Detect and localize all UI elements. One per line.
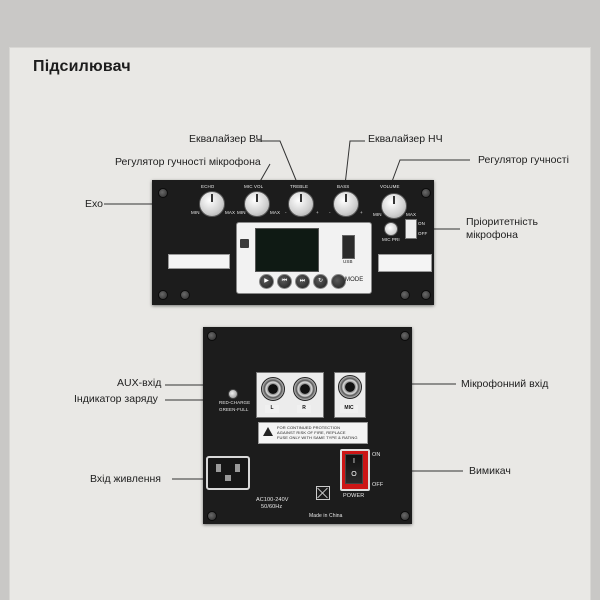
mode-button[interactable] <box>331 274 346 289</box>
aux-right-jack[interactable] <box>293 377 317 401</box>
fuse-warning-line3: FUSE ONLY WITH SAME TYPE & RATING <box>277 435 358 440</box>
knob-label-treble: TREBLE <box>290 184 309 189</box>
fuse-warning-line1: FOR CONTINUED PROTECTION <box>277 425 341 430</box>
mic-pri-off-label: OFF <box>418 231 428 236</box>
knob-min-label: MIN <box>191 210 200 215</box>
charge-led <box>228 389 238 399</box>
callout-eq-high: Еквалайзер ВЧ <box>189 133 263 145</box>
power-label: POWER <box>343 493 365 499</box>
page-title: Підсилювач <box>33 58 131 75</box>
weee-bin-icon <box>316 486 330 500</box>
knob-max-label: MAX <box>406 212 417 217</box>
repeat-button[interactable]: ↻ <box>313 274 328 289</box>
bass-knob[interactable] <box>333 191 359 217</box>
switch-rocker: I O <box>345 454 363 484</box>
power-socket[interactable] <box>206 456 250 490</box>
knob-label-echo: ECHO <box>201 184 215 189</box>
jack-l-label: L <box>265 405 279 413</box>
screw <box>400 331 410 341</box>
callout-echo: Ехо <box>85 198 103 210</box>
knob-label-bass: BASS <box>337 184 350 189</box>
led-green-label: GREEN-FULL <box>219 407 249 412</box>
knob-label-volume: VOLUME <box>380 184 400 189</box>
knob-min-label: MIN <box>237 210 246 215</box>
mic-jack[interactable] <box>338 375 362 399</box>
screw <box>158 290 168 300</box>
knob-max-label: MAX <box>270 210 281 215</box>
mic-priority-button[interactable] <box>384 222 398 236</box>
sd-card-slot[interactable] <box>240 239 249 248</box>
screw <box>421 188 431 198</box>
volume-knob[interactable] <box>381 193 407 219</box>
play-button[interactable]: ▶ <box>259 274 274 289</box>
callout-power-input: Вхід живлення <box>90 473 161 485</box>
socket-pin <box>216 464 221 472</box>
fuse-warning-sticker: FOR CONTINUED PROTECTION AGAINST RISK OF… <box>258 422 368 444</box>
switch-off-glyph: O <box>351 471 357 478</box>
mic-priority-switch[interactable] <box>405 219 417 239</box>
warning-sticker <box>168 254 230 269</box>
mic-pri-label: MIC PRI <box>382 237 400 242</box>
jack-mic-label: MIC <box>340 405 358 413</box>
usb-port[interactable] <box>342 235 355 259</box>
fuse-warning-line2: AGAINST RISK OF FIRE, REPLACE <box>277 430 346 435</box>
next-button[interactable]: ⏭ <box>295 274 310 289</box>
socket-pin <box>225 475 231 481</box>
callout-power-switch: Вимикач <box>469 465 511 477</box>
usb-label: USB <box>343 259 353 264</box>
warning-triangle-icon <box>263 427 273 436</box>
echo-knob[interactable] <box>199 191 225 217</box>
knob-min-label: - <box>329 210 331 215</box>
display-screen <box>255 228 319 272</box>
mode-label: MODE <box>345 277 364 283</box>
switch-on-label: ON <box>372 452 381 458</box>
callout-aux-input: AUX-вхід <box>117 377 162 389</box>
ac-voltage-label: AC100-240V <box>256 497 289 503</box>
aux-left-jack[interactable] <box>261 377 285 401</box>
mic-pri-on-label: ON <box>418 221 425 226</box>
mp3-player-module: USB ▶ ⏮ ⏭ ↻ MODE <box>236 222 372 294</box>
screw <box>207 331 217 341</box>
switch-off-label: OFF <box>372 482 384 488</box>
callout-volume: Регулятор гучності <box>478 154 569 166</box>
callout-mic-priority-1: Пріоритетність <box>466 216 538 228</box>
screw <box>180 290 190 300</box>
mic-volume-knob[interactable] <box>244 191 270 217</box>
knob-label-mic-vol: MIC VOL <box>244 184 264 189</box>
ac-frequency-label: 50/60Hz <box>261 504 283 510</box>
prev-button[interactable]: ⏮ <box>277 274 292 289</box>
knob-min-label: - <box>285 210 287 215</box>
made-in-label: Made in China <box>309 513 343 519</box>
warning-sticker-right <box>378 254 432 272</box>
knob-max-label: + <box>360 210 363 215</box>
jack-r-label: R <box>297 405 311 413</box>
callout-mic-input: Мікрофонний вхід <box>461 378 549 390</box>
callout-mic-priority-2: мікрофона <box>466 229 518 241</box>
knob-max-label: MAX <box>225 210 236 215</box>
screw <box>158 188 168 198</box>
socket-pin <box>235 464 240 472</box>
switch-on-glyph: I <box>353 458 355 465</box>
knob-min-label: MIN <box>373 212 382 217</box>
knob-max-label: + <box>316 210 319 215</box>
screw <box>400 511 410 521</box>
power-switch[interactable]: I O <box>340 449 370 491</box>
screw <box>207 511 217 521</box>
treble-knob[interactable] <box>288 191 314 217</box>
screw <box>421 290 431 300</box>
callout-charge-indicator: Індикатор заряду <box>74 393 158 405</box>
callout-eq-low: Еквалайзер НЧ <box>368 133 443 145</box>
callout-mic-volume: Регулятор гучності мікрофона <box>115 156 261 168</box>
screw <box>400 290 410 300</box>
led-red-label: RED-CHARGE <box>219 400 251 405</box>
